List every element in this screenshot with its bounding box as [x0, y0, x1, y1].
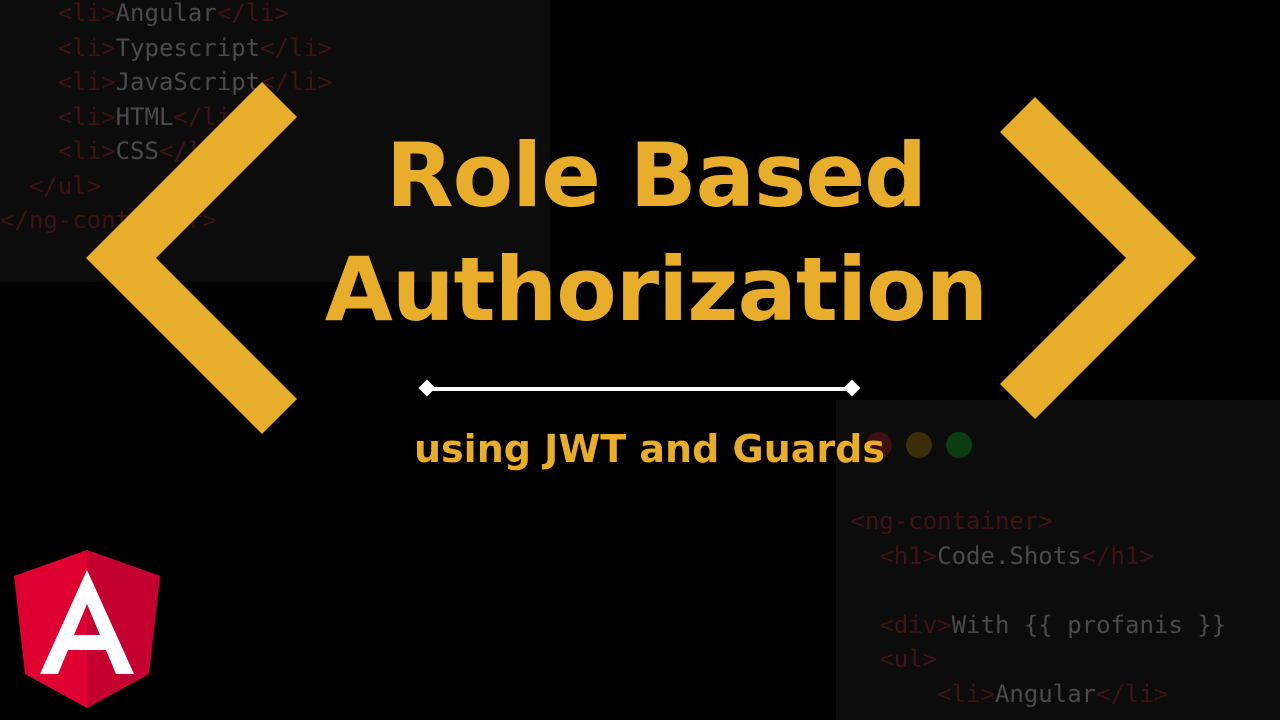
minimize-dot-icon [906, 432, 932, 458]
code-close: </h1> [1081, 541, 1154, 570]
code-open: <ng-container> [850, 507, 1053, 535]
code-text: Code.Shots [937, 541, 1082, 570]
code-open: <li> [57, 102, 116, 131]
code-line: <ng-container> [836, 504, 1226, 539]
right-chevron-icon [1000, 97, 1196, 419]
divider-left-diamond [418, 379, 436, 397]
page-title-line-2: Authorization [324, 238, 988, 341]
code-text: Typescript [115, 33, 261, 62]
code-open: <li> [57, 33, 116, 62]
code-close: </li> [260, 33, 333, 62]
code-text: Angular [115, 0, 217, 27]
code-open: <li> [57, 137, 116, 165]
code-text: CSS [115, 137, 159, 165]
code-open: <div> [879, 610, 952, 639]
code-open: <ul> [879, 645, 938, 673]
code-line: <ul> [836, 642, 1226, 677]
code-text: HTML [115, 102, 174, 131]
code-line: </ul> [0, 169, 550, 204]
code-line: <h1>Code.Shots</h1> [836, 539, 1226, 574]
code-text: Angular [994, 679, 1097, 708]
subtitle: using JWT and Guards [414, 427, 885, 471]
maximize-dot-icon [946, 432, 972, 458]
code-line: <li>JavaScript</li> [0, 65, 550, 100]
code-open: <li> [57, 68, 116, 96]
left-chevron-icon [86, 82, 297, 434]
code-line: <li>Typescript</li> [0, 31, 550, 66]
code-line: <li>Angular</li> [0, 0, 550, 31]
page-title-line-1: Role Based [385, 124, 927, 227]
close-dot-icon [866, 432, 892, 458]
code-close: </li> [1096, 679, 1169, 708]
code-open: </ul> [28, 171, 102, 200]
window-controls-icon [866, 432, 972, 605]
angular-logo-icon [14, 550, 160, 708]
divider-right-diamond [843, 379, 861, 397]
code-text: JavaScript [115, 68, 261, 96]
divider [418, 379, 861, 397]
code-line: <div>With {{ profanis }} [836, 608, 1226, 643]
code-open: <li> [57, 0, 116, 27]
code-lines: <ng-container> <h1>Code.Shots</h1> <div>… [836, 504, 1226, 711]
code-close: </li> [260, 68, 333, 96]
code-close: </li> [216, 0, 289, 27]
code-open: <h1> [879, 541, 938, 570]
code-open: <li> [937, 679, 995, 708]
code-line: <li>Angular</li> [836, 677, 1226, 712]
code-text: With {{ profanis }} [951, 610, 1227, 639]
code-snippet-bottom: <ng-container> <h1>Code.Shots</h1> <div>… [836, 400, 1280, 720]
